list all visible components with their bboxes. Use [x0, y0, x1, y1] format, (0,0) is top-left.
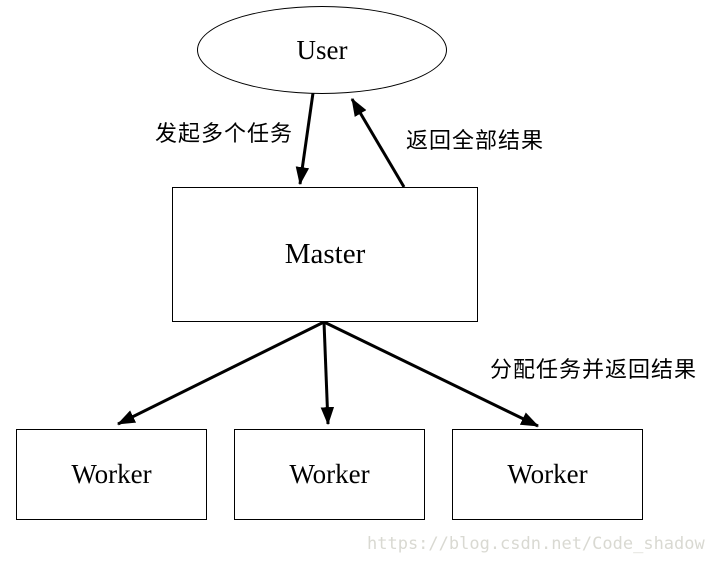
- arrow-master-to-worker2: [320, 321, 335, 426]
- arrow-master-to-worker1: [116, 320, 325, 426]
- node-master: Master: [172, 187, 478, 322]
- arrow-user-to-master: [295, 92, 315, 186]
- node-worker-3-label: Worker: [507, 459, 588, 489]
- node-worker-1: Worker: [16, 429, 207, 520]
- node-user-label: User: [296, 34, 348, 65]
- csdn-watermark: https://blog.csdn.net/Code_shadow: [367, 534, 705, 554]
- node-user: User: [197, 6, 447, 94]
- node-worker-1-label: Worker: [71, 459, 152, 489]
- node-worker-3: Worker: [452, 429, 643, 520]
- node-master-label: Master: [284, 238, 366, 270]
- arrow-master-to-worker3: [323, 320, 540, 428]
- edge-label-return-all-results: 返回全部结果: [406, 129, 545, 154]
- node-worker-2: Worker: [234, 429, 425, 520]
- node-worker-2-label: Worker: [289, 459, 370, 489]
- edge-label-initiate-tasks: 发起多个任务: [155, 122, 294, 147]
- arrow-master-to-user: [350, 98, 406, 188]
- edge-label-distribute-tasks: 分配任务并返回结果: [490, 358, 698, 383]
